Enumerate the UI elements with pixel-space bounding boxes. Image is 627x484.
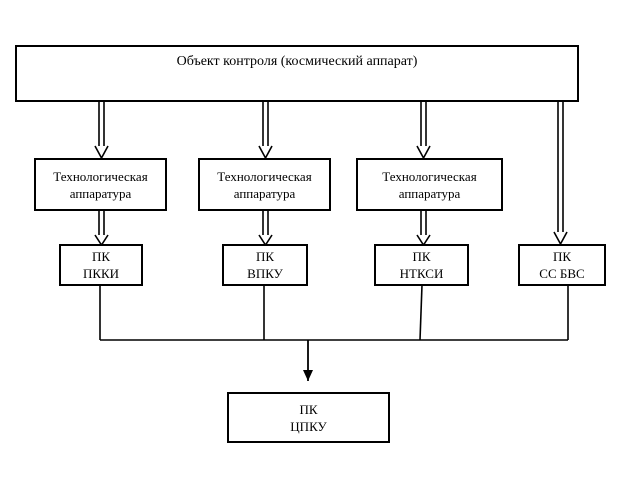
tech-box-1: Технологическая аппаратура bbox=[34, 158, 167, 211]
pk-box-vpku-line1: ПК bbox=[255, 249, 275, 264]
central-box-line1: ПК bbox=[299, 401, 318, 417]
tech-box-3-line2: аппаратура bbox=[398, 185, 461, 201]
double-arrow-obj-ssbvs bbox=[553, 101, 568, 246]
pk-box-ssbvs-line2: СС БВС bbox=[539, 266, 585, 281]
object-box: Объект контроля (космический аппарат) bbox=[15, 45, 579, 102]
central-box-tspku: ПК ЦПКУ bbox=[227, 392, 390, 443]
pk-box-ntksi-line2: НТКСИ bbox=[399, 266, 444, 281]
pk-box-pkki-line2: ПККИ bbox=[82, 266, 120, 281]
pk-box-ntksi: ПК НТКСИ bbox=[374, 244, 469, 286]
pk-box-pkki-line1: ПК bbox=[91, 249, 111, 264]
tech-box-3: Технологическая аппаратура bbox=[356, 158, 503, 211]
pk-box-ntksi-line1: ПК bbox=[412, 249, 431, 264]
object-label: Объект контроля (космический аппарат) bbox=[176, 54, 418, 69]
tech-box-2-line1: Технологическая bbox=[217, 168, 312, 184]
tech-box-2-line2: аппаратура bbox=[233, 185, 296, 201]
tech-box-3-line1: Технологическая bbox=[382, 168, 477, 184]
double-arrow-obj-tech-2 bbox=[258, 101, 273, 160]
double-arrow-obj-tech-1 bbox=[94, 101, 109, 160]
tech-box-1-line2: аппаратура bbox=[69, 185, 132, 201]
double-arrow-tech-pk-3 bbox=[416, 210, 431, 247]
pk-box-ssbvs-line1: ПК bbox=[552, 249, 572, 264]
tech-box-1-line1: Технологическая bbox=[53, 168, 148, 184]
double-arrow-tech-pk-1 bbox=[94, 210, 109, 247]
bus-lines bbox=[99, 284, 569, 341]
pk-box-vpku-line2: ВПКУ bbox=[247, 266, 283, 281]
pk-box-ssbvs: ПК СС БВС bbox=[518, 244, 606, 286]
double-arrow-tech-pk-2 bbox=[258, 210, 273, 247]
central-box-line2: ЦПКУ bbox=[290, 418, 327, 434]
double-arrow-obj-tech-3 bbox=[416, 101, 431, 160]
pk-box-pkki: ПК ПККИ bbox=[59, 244, 143, 286]
tech-box-2: Технологическая аппаратура bbox=[198, 158, 331, 211]
pk-box-vpku: ПК ВПКУ bbox=[222, 244, 308, 286]
